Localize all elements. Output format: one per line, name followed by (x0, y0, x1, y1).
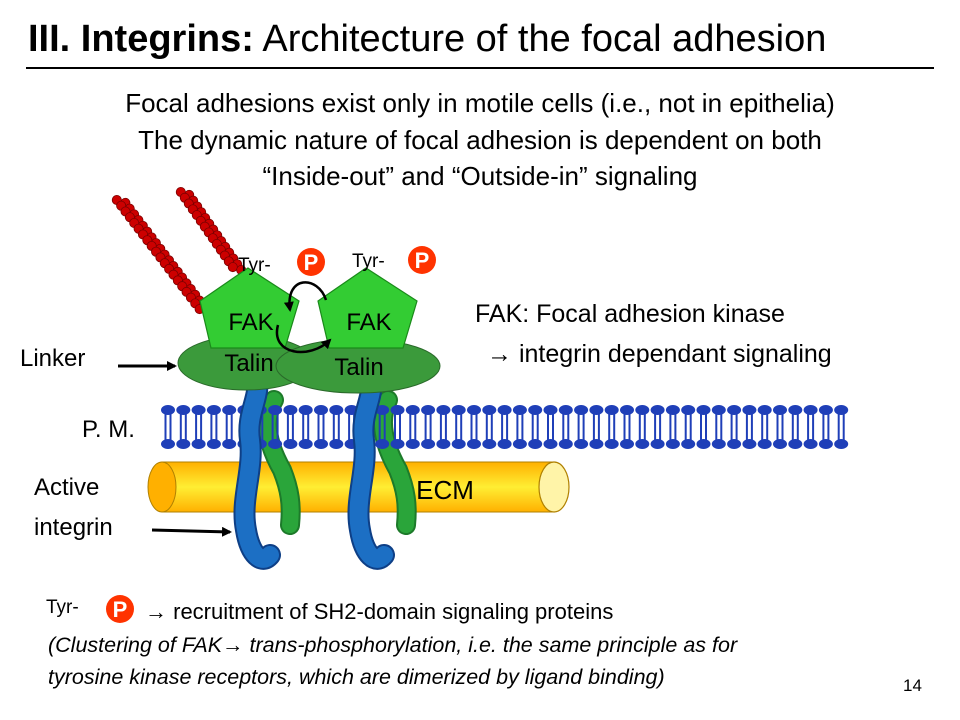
pm-label: P. M. (82, 416, 135, 443)
bottom-note-line-2: tyrosine kinase receptors, which are dim… (48, 665, 665, 689)
fak-2-label: FAK (346, 309, 391, 336)
linker-label: Linker (20, 345, 86, 372)
p-badge-1 (297, 248, 325, 276)
tyr-label-2: Tyr- (352, 251, 385, 272)
bottom-tyr-label: Tyr- (46, 597, 79, 618)
bottom-recruitment-text: → recruitment of SH2-domain signaling pr… (145, 599, 614, 624)
fak-definition-line-2: → integrin dependant signaling (487, 340, 832, 368)
title-rest: Architecture of the focal adhesion (253, 18, 827, 60)
p-badge-2 (408, 246, 436, 274)
bottom-note-line-1: (Clustering of FAK→ trans-phosphorylatio… (48, 633, 738, 657)
slide-title: III. Integrins: Architecture of the foca… (28, 18, 934, 61)
active-integrin-label-2: integrin (34, 514, 113, 541)
active-integrin-arrow (151, 526, 232, 537)
fak-definition-line-1: FAK: Focal adhesion kinase (475, 300, 785, 328)
plasma-membrane (161, 405, 849, 449)
p-badge-bottom (106, 595, 134, 623)
trans-phosphorylation-arrow-1 (283, 281, 328, 312)
title-underline (26, 67, 934, 69)
title-bold: III. Integrins: (28, 18, 254, 60)
talin-1-label: Talin (224, 350, 273, 377)
trans-phosphorylation-arrow-2 (275, 324, 332, 354)
intro-line-3: “Inside-out” and “Outside-in” signaling (262, 161, 698, 191)
intro-line-2: The dynamic nature of focal adhesion is … (138, 125, 822, 155)
talin-2-label: Talin (334, 354, 383, 381)
p-badge-2-label: P (415, 248, 430, 273)
fak-1 (199, 267, 300, 349)
active-integrin-label-1: Active (34, 474, 100, 501)
fak-2 (317, 267, 418, 349)
tyr-label-1: Tyr- (238, 255, 271, 276)
actin-filament-2 (175, 186, 247, 275)
p-badge-1-label: P (304, 250, 319, 275)
fak-1-label: FAK (228, 309, 273, 336)
intro-line-1: Focal adhesions exist only in motile cel… (125, 88, 835, 118)
page-number: 14 (903, 676, 922, 695)
p-badge-bottom-label: P (113, 597, 128, 622)
ecm-label: ECM (416, 475, 474, 505)
